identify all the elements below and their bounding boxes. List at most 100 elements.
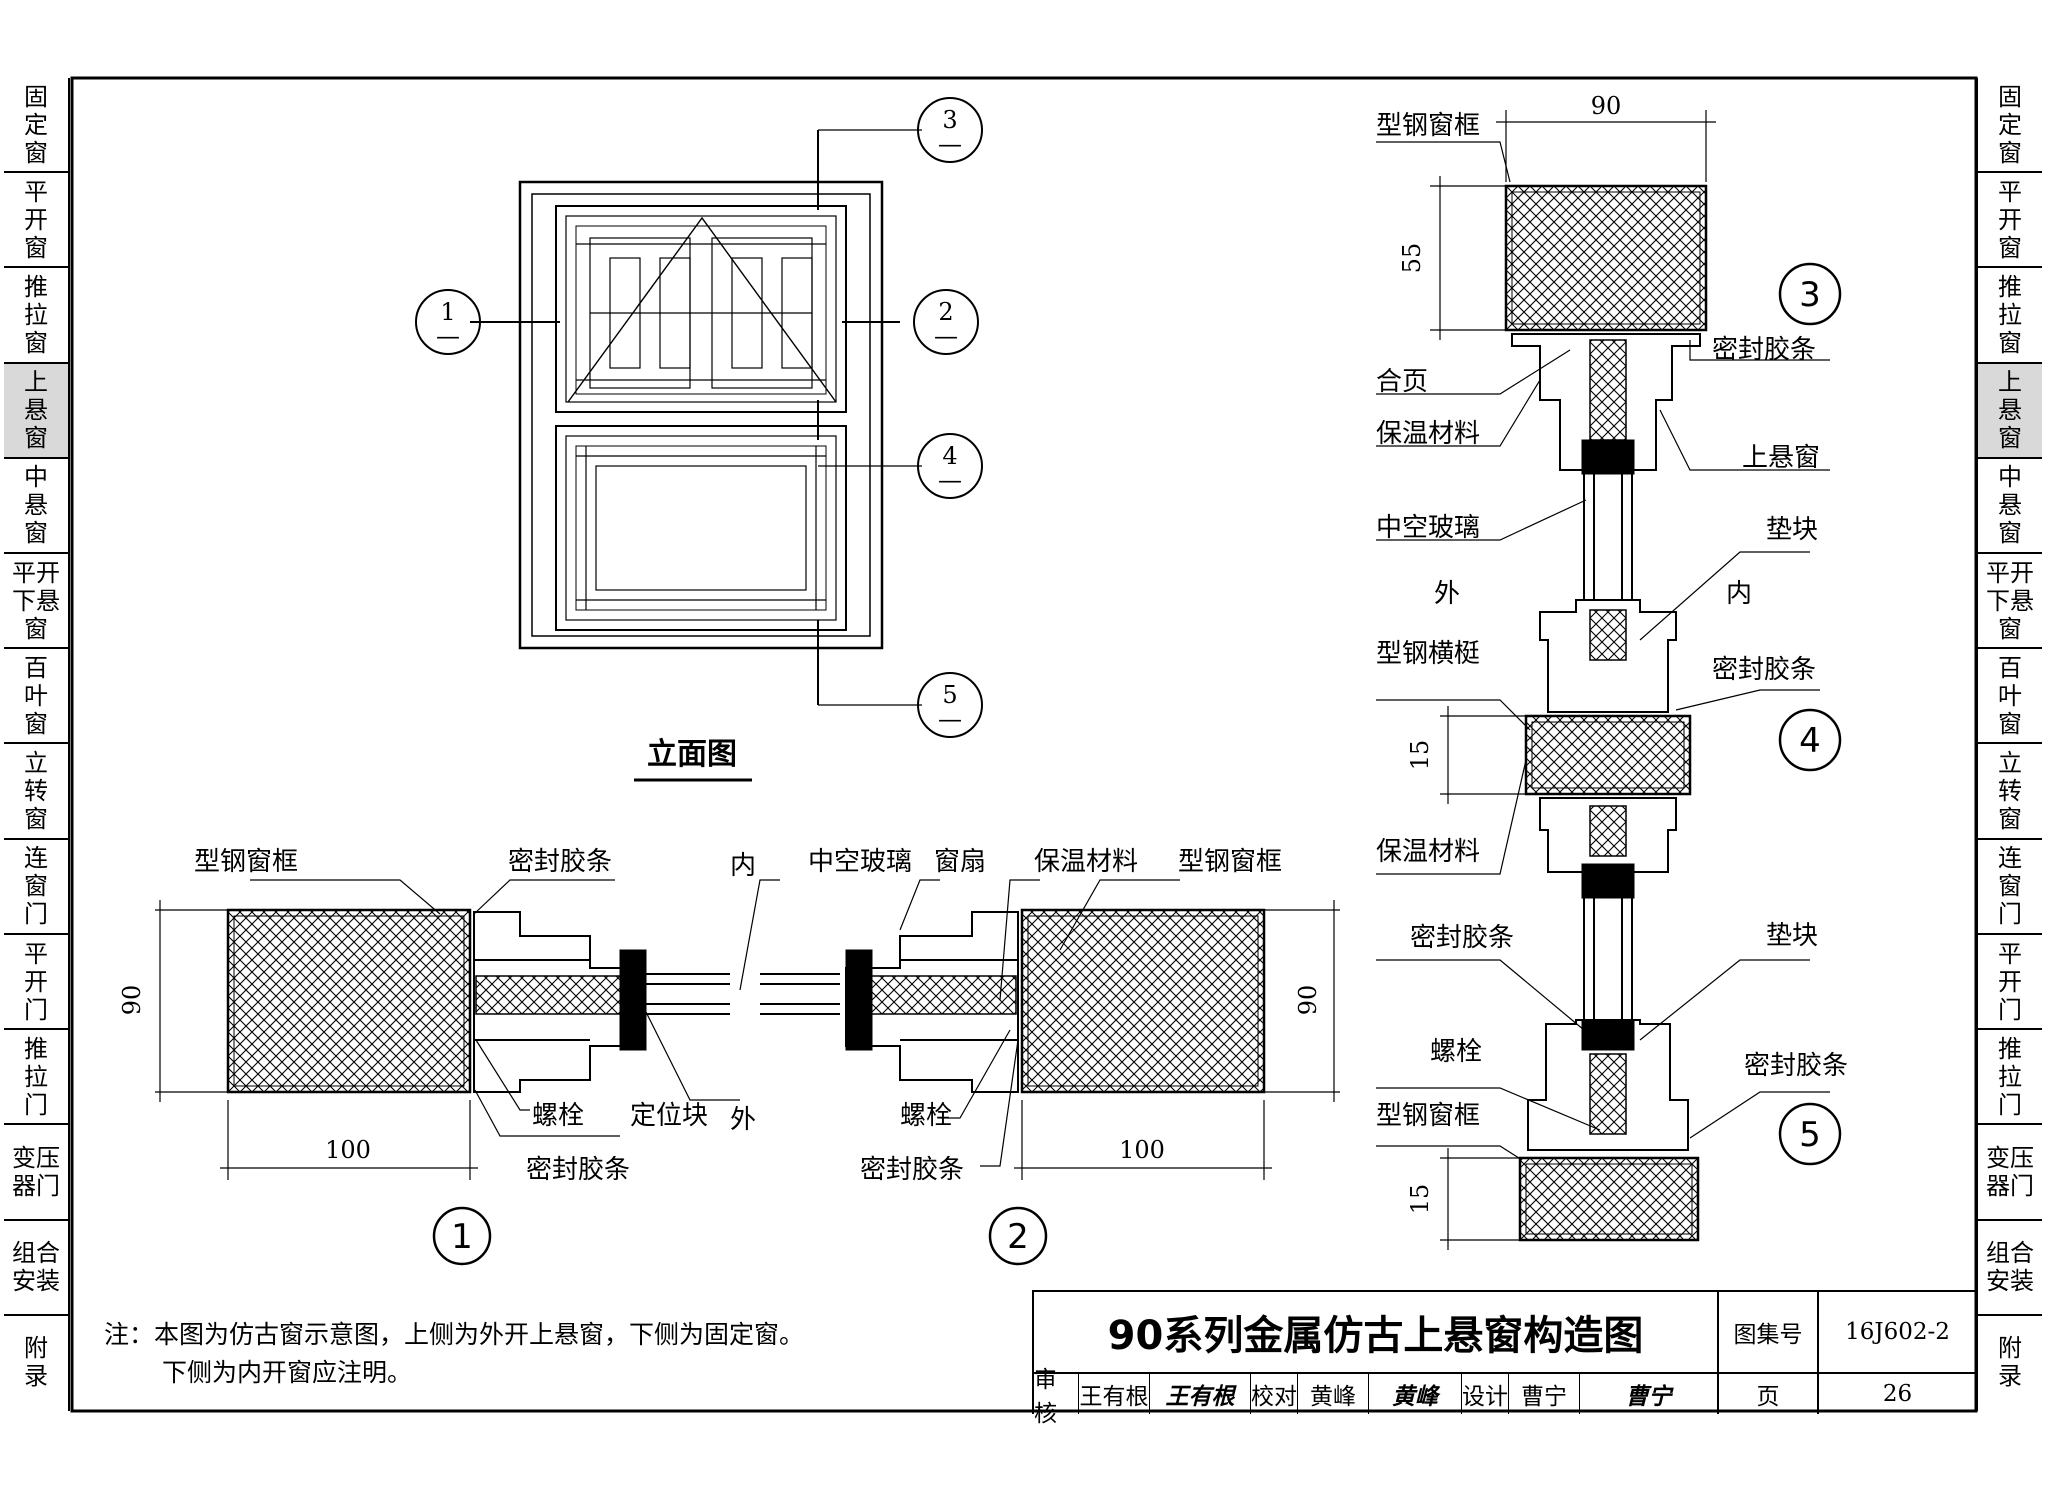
side-tab-label: 录 bbox=[24, 1362, 48, 1391]
label-seal-d: 密封胶条 bbox=[1744, 1051, 1848, 1081]
side-tab-label: 窗 bbox=[1998, 519, 2022, 548]
label-seal-a: 密封胶条 bbox=[1712, 335, 1816, 365]
side-tab-label: 器门 bbox=[1986, 1171, 2034, 1200]
side-tab[interactable]: 百叶窗 bbox=[4, 649, 68, 745]
label-inner-v: 内 bbox=[1726, 579, 1752, 609]
side-tab-label: 推 bbox=[1998, 1034, 2022, 1063]
side-tab-label: 录 bbox=[1998, 1362, 2022, 1391]
side-tab[interactable]: 平开门 bbox=[1978, 935, 2042, 1031]
side-tab-label: 平 bbox=[1998, 939, 2022, 968]
dim-mid-h: 15 bbox=[1406, 740, 1434, 771]
side-tab-label: 上 bbox=[24, 368, 48, 397]
side-tab[interactable]: 变压器门 bbox=[1978, 1125, 2042, 1221]
label-insulation-b: 保温材料 bbox=[1376, 837, 1480, 867]
dim-w-left: 100 bbox=[325, 1136, 371, 1164]
side-tab-label: 转 bbox=[1998, 777, 2022, 806]
side-tab-label: 附 bbox=[24, 1334, 48, 1363]
side-tab-label: 门 bbox=[24, 900, 48, 929]
side-tab-label: 窗 bbox=[1998, 709, 2022, 738]
side-tab-label: 窗 bbox=[24, 424, 48, 453]
label-seal-c: 密封胶条 bbox=[1410, 923, 1514, 953]
dim-bot-h: 15 bbox=[1406, 1184, 1434, 1215]
label-seal-bottom-left: 密封胶条 bbox=[526, 1155, 630, 1185]
side-tab-label: 门 bbox=[1998, 1090, 2022, 1119]
label-seal-bottom-right: 密封胶条 bbox=[860, 1155, 964, 1185]
side-tab[interactable]: 平开下悬窗 bbox=[4, 554, 68, 650]
dim-top-h: 55 bbox=[1398, 243, 1426, 274]
designer-name: 曹宁 bbox=[1509, 1374, 1580, 1414]
side-tab-label: 定 bbox=[1998, 110, 2022, 139]
label-locator: 定位块 bbox=[630, 1101, 708, 1131]
side-tab-label: 门 bbox=[24, 1090, 48, 1119]
atlas-number: 16J602-2 bbox=[1819, 1292, 1976, 1374]
side-tab[interactable]: 立转窗 bbox=[1978, 745, 2042, 840]
side-tab-label: 悬 bbox=[24, 491, 48, 520]
section-vertical bbox=[1376, 110, 1842, 1250]
side-tab-label: 立 bbox=[1998, 749, 2022, 778]
side-tab[interactable]: 平开门 bbox=[4, 935, 68, 1031]
callout-2-num: 2 bbox=[938, 298, 953, 326]
side-tab[interactable]: 百叶窗 bbox=[1978, 649, 2042, 745]
label-bolt-v: 螺栓 bbox=[1430, 1037, 1482, 1067]
label-pad-a: 垫块 bbox=[1766, 515, 1818, 545]
label-insulation-h: 保温材料 bbox=[1034, 847, 1138, 877]
side-tab-label: 窗 bbox=[24, 872, 48, 901]
side-tab-label: 平 bbox=[1998, 177, 2022, 206]
side-tab-label: 拉 bbox=[24, 1062, 48, 1091]
side-tab[interactable]: 变压器门 bbox=[4, 1125, 68, 1221]
side-tab-label: 悬 bbox=[24, 396, 48, 425]
side-tab-label: 窗 bbox=[1998, 805, 2022, 834]
side-tab[interactable]: 推拉门 bbox=[1978, 1030, 2042, 1126]
callout-5-sub: — bbox=[938, 705, 962, 733]
side-tab-label: 变压 bbox=[12, 1143, 60, 1172]
label-bolt-right: 螺栓 bbox=[900, 1101, 952, 1131]
side-tab[interactable]: 上悬窗 bbox=[4, 363, 68, 459]
side-tab-label: 附 bbox=[1998, 1334, 2022, 1363]
side-tab-label: 立 bbox=[24, 749, 48, 778]
side-tab[interactable]: 中悬窗 bbox=[1978, 459, 2042, 555]
side-tab[interactable]: 上悬窗 bbox=[1978, 363, 2042, 459]
side-tab-label: 窗 bbox=[1998, 424, 2022, 453]
side-tab-label: 中 bbox=[1998, 463, 2022, 492]
side-tab[interactable]: 附录 bbox=[4, 1316, 68, 1409]
side-tab[interactable]: 组合安装 bbox=[1978, 1221, 2042, 1316]
sheet-border bbox=[70, 76, 1978, 1413]
side-tab-label: 组合 bbox=[12, 1239, 60, 1268]
side-tab[interactable]: 推拉窗 bbox=[1978, 268, 2042, 364]
callout-4-sub: — bbox=[938, 466, 962, 494]
right-tab-column: 固定窗平开窗推拉窗上悬窗中悬窗平开下悬窗百叶窗立转窗连窗门平开门推拉门变压器门组… bbox=[1976, 78, 2042, 1411]
side-tab-label: 窗 bbox=[1998, 138, 2022, 167]
side-tab[interactable]: 平开窗 bbox=[1978, 173, 2042, 269]
label-frame-right: 型钢窗框 bbox=[1178, 847, 1282, 877]
side-tab[interactable]: 平开窗 bbox=[4, 173, 68, 269]
side-tab[interactable]: 推拉窗 bbox=[4, 268, 68, 364]
side-tab[interactable]: 附录 bbox=[1978, 1316, 2042, 1409]
label-frame-bottom: 型钢窗框 bbox=[1376, 1101, 1480, 1131]
callout-4-num: 4 bbox=[942, 442, 957, 470]
side-tab-label: 平开 bbox=[1986, 558, 2034, 587]
side-tab[interactable]: 推拉门 bbox=[4, 1030, 68, 1126]
section-horizontal bbox=[155, 879, 1340, 1266]
checker-name: 黄峰 bbox=[1298, 1374, 1369, 1414]
side-tab[interactable]: 固定窗 bbox=[4, 78, 68, 174]
side-tab-label: 平 bbox=[24, 177, 48, 206]
side-tab[interactable]: 固定窗 bbox=[1978, 78, 2042, 174]
label-top-hung: 上悬窗 bbox=[1742, 443, 1820, 473]
design-label: 设计 bbox=[1462, 1374, 1509, 1414]
side-tab-label: 窗 bbox=[1998, 614, 2022, 643]
side-tab[interactable]: 连窗门 bbox=[4, 840, 68, 935]
dim-h-left: 90 bbox=[118, 985, 146, 1016]
side-tab-label: 拉 bbox=[24, 301, 48, 330]
callout-5-num: 5 bbox=[942, 681, 957, 709]
side-tab[interactable]: 连窗门 bbox=[1978, 840, 2042, 935]
side-tab-label: 百 bbox=[24, 653, 48, 682]
side-tab-label: 窗 bbox=[1998, 872, 2022, 901]
side-tab-label: 开 bbox=[1998, 205, 2022, 234]
side-tab[interactable]: 立转窗 bbox=[4, 745, 68, 840]
left-tab-column: 固定窗平开窗推拉窗上悬窗中悬窗平开下悬窗百叶窗立转窗连窗门平开门推拉门变压器门组… bbox=[4, 78, 70, 1411]
side-tab[interactable]: 组合安装 bbox=[4, 1221, 68, 1316]
side-tab-label: 推 bbox=[24, 1034, 48, 1063]
side-tab[interactable]: 平开下悬窗 bbox=[1978, 554, 2042, 650]
side-tab[interactable]: 中悬窗 bbox=[4, 459, 68, 555]
